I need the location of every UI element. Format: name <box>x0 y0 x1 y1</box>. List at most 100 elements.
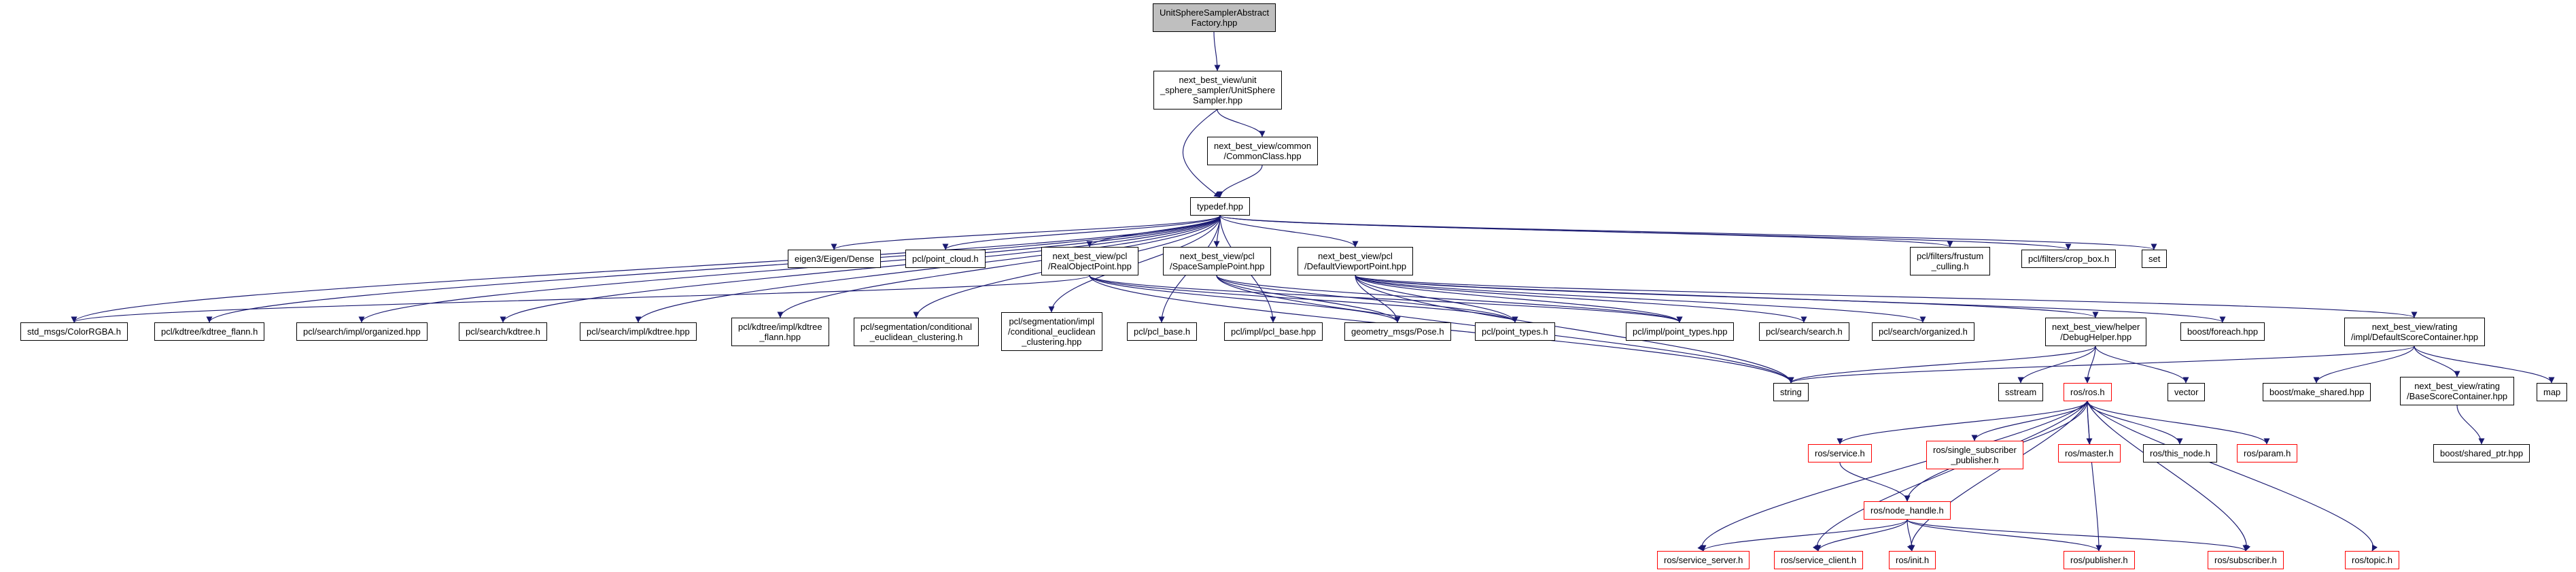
graph-node-pcl-point-cloud-h[interactable]: pcl/point_cloud.h <box>905 250 986 268</box>
graph-node-next-best-view-pcl-spacesamplepoint-hpp[interactable]: next_best_view/pcl /SpaceSamplePoint.hpp <box>1163 247 1272 275</box>
graph-edge-n33-n41 <box>2087 401 2183 445</box>
graph-node-next-best-view-rating-impl-defaultscorecontainer-hpp[interactable]: next_best_view/rating /impl/DefaultScore… <box>2344 318 2486 346</box>
graph-edge-n2-n4 <box>1182 109 1221 198</box>
graph-edge-n7-n23 <box>1089 275 1401 323</box>
graph-edge-n33-n47 <box>1907 401 2088 552</box>
graph-edge-n4-n6 <box>942 215 1221 250</box>
graph-node-next-best-view-pcl-defaultviewportpoint-hpp[interactable]: next_best_view/pcl /DefaultViewportPoint… <box>1298 247 1414 275</box>
graph-node-vector[interactable]: vector <box>2168 383 2206 401</box>
graph-edge-n30-n37 <box>2414 346 2555 384</box>
graph-edge-n38-n44 <box>1839 462 1911 502</box>
graph-node-ros-topic-h[interactable]: ros/topic.h <box>2345 551 2399 569</box>
graph-node-eigen3-eigen-dense[interactable]: eigen3/Eigen/Dense <box>788 250 882 268</box>
graph-edge-n4-n17 <box>635 215 1221 323</box>
graph-node-pcl-search-impl-kdtree-hpp[interactable]: pcl/search/impl/kdtree.hpp <box>580 322 697 341</box>
graph-edge-n3-n4 <box>1217 165 1263 198</box>
graph-edge-n9-n29 <box>1355 275 2226 323</box>
graph-node-ros-service-server-h[interactable]: ros/service_server.h <box>1657 551 1750 569</box>
graph-edge-n4-n12 <box>1219 215 2157 250</box>
graph-node-pcl-impl-pcl-base-hpp[interactable]: pcl/impl/pcl_base.hpp <box>1224 322 1323 341</box>
graph-edge-n28-n34 <box>2095 346 2189 384</box>
graph-node-boost-foreach-hpp[interactable]: boost/foreach.hpp <box>2180 322 2265 341</box>
graph-node-ros-subscriber-h[interactable]: ros/subscriber.h <box>2208 551 2284 569</box>
graph-edge-n9-n31 <box>1355 275 1794 384</box>
graph-node-next-best-view-unit-sphere-sampler-unitsphere-sampler-hpp[interactable]: next_best_view/unit _sphere_sampler/Unit… <box>1153 71 1283 110</box>
graph-edge-n44-n49 <box>1907 519 2249 552</box>
graph-edge-n1-n2 <box>1213 31 1221 71</box>
graph-node-pcl-search-kdtree-h[interactable]: pcl/search/kdtree.h <box>459 322 547 341</box>
graph-node-std-msgs-colorrgba-h[interactable]: std_msgs/ColorRGBA.h <box>20 322 128 341</box>
graph-node-ros-node-handle-h[interactable]: ros/node_handle.h <box>1864 501 1951 520</box>
graph-edge-n33-n38 <box>1837 401 2088 445</box>
graph-node-ros-param-h[interactable]: ros/param.h <box>2237 444 2298 462</box>
graph-node-set[interactable]: set <box>2142 250 2168 268</box>
graph-edge-n33-n45 <box>1697 401 2088 552</box>
graph-edge-n33-n48 <box>2087 401 2102 552</box>
graph-node-next-best-view-helper-debughelper-hpp[interactable]: next_best_view/helper /DebugHelper.hpp <box>2045 318 2147 346</box>
graph-node-next-best-view-rating-basescorecontainer-hpp[interactable]: next_best_view/rating /BaseScoreContaine… <box>2400 377 2515 405</box>
graph-edge-n44-n45 <box>1700 519 1908 552</box>
graph-edge-n33-n49 <box>2087 401 2251 552</box>
graph-edge-n9-n24 <box>1355 275 1518 323</box>
graph-node-pcl-impl-point-types-hpp[interactable]: pcl/impl/point_types.hpp <box>1626 322 1735 341</box>
graph-node-pcl-filters-crop-box-h[interactable]: pcl/filters/crop_box.h <box>2021 250 2117 268</box>
graph-node-ros-service-h[interactable]: ros/service.h <box>1808 444 1872 462</box>
graph-edge-n4-n14 <box>206 215 1221 323</box>
graph-edge-n30-n35 <box>2313 346 2415 384</box>
graph-edge-n8-n24 <box>1216 275 1518 323</box>
graph-node-typedef-hpp[interactable]: typedef.hpp <box>1190 197 1250 216</box>
graph-edge-n9-n25 <box>1355 275 1683 323</box>
graph-node-next-best-view-pcl-realobjectpoint-hpp[interactable]: next_best_view/pcl /RealObjectPoint.hpp <box>1041 247 1138 275</box>
graph-edge-n7-n24 <box>1089 275 1518 323</box>
graph-node-pcl-pcl-base-h[interactable]: pcl/pcl_base.h <box>1127 322 1198 341</box>
graph-node-sstream[interactable]: sstream <box>1998 383 2044 401</box>
graph-node-pcl-search-search-h[interactable]: pcl/search/search.h <box>1759 322 1849 341</box>
graph-edge-n28-n33 <box>2084 346 2096 384</box>
graph-node-pcl-segmentation-impl-conditional-euclidean-clustering-hpp[interactable]: pcl/segmentation/impl /conditional_eucli… <box>1001 312 1102 351</box>
graph-edge-n9-n30 <box>1355 275 2417 318</box>
graph-node-ros-ros-h[interactable]: ros/ros.h <box>2064 383 2112 401</box>
graph-edge-n9-n23 <box>1355 275 1401 323</box>
graph-node-ros-this-node-h[interactable]: ros/this_node.h <box>2143 444 2217 462</box>
graph-edge-n44-n48 <box>1907 519 2102 552</box>
graph-edge-n4-n18 <box>777 215 1221 318</box>
graph-edge-n4-n13 <box>71 215 1221 323</box>
graph-node-pcl-filters-frustum-culling-h[interactable]: pcl/filters/frustum _culling.h <box>1910 247 1991 275</box>
graph-node-geometry-msgs-pose-h[interactable]: geometry_msgs/Pose.h <box>1344 322 1451 341</box>
graph-edge-n44-n47 <box>1907 519 1915 552</box>
graph-node-pcl-segmentation-conditional-euclidean-clustering-h[interactable]: pcl/segmentation/conditional _euclidean_… <box>854 318 979 346</box>
graph-node-pcl-kdtree-impl-kdtree-flann-hpp[interactable]: pcl/kdtree/impl/kdtree _flann.hpp <box>731 318 829 346</box>
graph-node-next-best-view-common-commonclass-hpp[interactable]: next_best_view/common /CommonClass.hpp <box>1207 137 1319 165</box>
graph-node-pcl-point-types-h[interactable]: pcl/point_types.h <box>1475 322 1555 341</box>
graph-node-pcl-kdtree-kdtree-flann-h[interactable]: pcl/kdtree/kdtree_flann.h <box>154 322 265 341</box>
graph-node-ros-service-client-h[interactable]: ros/service_client.h <box>1774 551 1864 569</box>
graph-edge-n4-n9 <box>1219 215 1359 248</box>
graph-edge-n36-n43 <box>2456 405 2485 445</box>
graph-edge-n28-n31 <box>1788 346 2096 384</box>
graph-edge-n2-n3 <box>1217 109 1266 137</box>
graph-edge-n8-n23 <box>1216 275 1401 323</box>
graph-node-ros-master-h[interactable]: ros/master.h <box>2058 444 2121 462</box>
graph-node-pcl-search-impl-organized-hpp[interactable]: pcl/search/impl/organized.hpp <box>296 322 428 341</box>
graph-node-ros-publisher-h[interactable]: ros/publisher.h <box>2064 551 2135 569</box>
graph-node-boost-shared-ptr-hpp[interactable]: boost/shared_ptr.hpp <box>2433 444 2530 462</box>
graph-node-string[interactable]: string <box>1773 383 1809 401</box>
graph-node-pcl-search-organized-h[interactable]: pcl/search/organized.h <box>1872 322 1974 341</box>
graph-edge-n44-n46 <box>1815 519 1908 552</box>
graph-edge-n9-n27 <box>1355 275 1926 323</box>
graph-edge-n33-n50 <box>2087 401 2378 552</box>
graph-node-ros-init-h[interactable]: ros/init.h <box>1889 551 1936 569</box>
graph-edge-n7-n25 <box>1089 275 1683 323</box>
graph-edge-n4-n5 <box>831 215 1221 250</box>
graph-edge-n33-n42 <box>2087 401 2270 445</box>
graph-edge-n30-n36 <box>2414 346 2460 377</box>
graph-edge-n4-n16 <box>500 215 1221 323</box>
graph-edge-n9-n26 <box>1355 275 1807 323</box>
graph-node-map[interactable]: map <box>2537 383 2568 401</box>
graph-edge-n30-n31 <box>1788 346 2415 384</box>
graph-edge-n8-n25 <box>1216 275 1683 323</box>
graph-node-boost-make-shared-hpp[interactable]: boost/make_shared.hpp <box>2263 383 2371 401</box>
graph-node-ros-single-subscriber-publisher-h[interactable]: ros/single_subscriber _publisher.h <box>1926 441 2023 469</box>
